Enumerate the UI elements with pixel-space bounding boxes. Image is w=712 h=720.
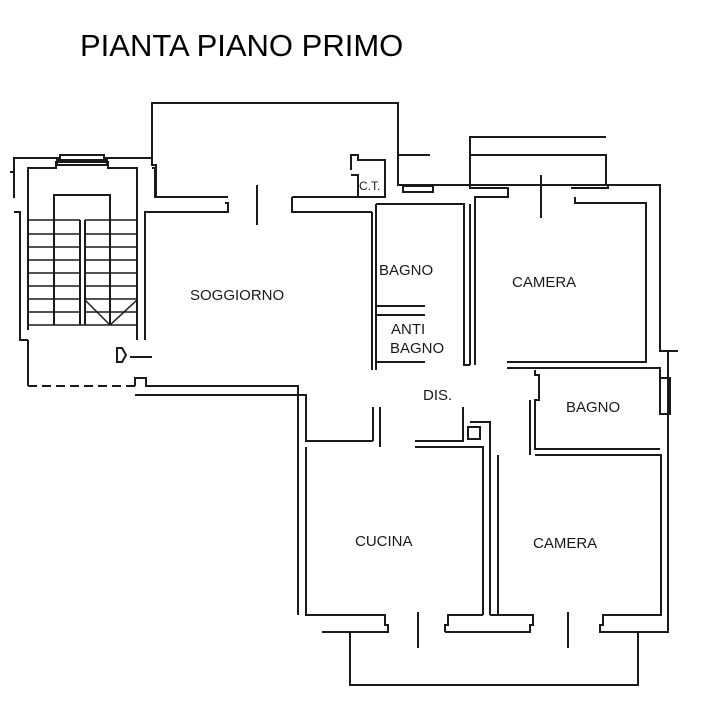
room-label-cucina: CUCINA bbox=[355, 533, 413, 550]
dis-walls bbox=[415, 407, 491, 615]
room-label-antibagno-1: ANTI bbox=[391, 321, 426, 338]
cucina-walls bbox=[305, 447, 639, 686]
room-label-camera-1: CAMERA bbox=[512, 274, 577, 291]
room-label-ct: C.T. bbox=[359, 179, 381, 193]
camera2-walls bbox=[497, 454, 669, 648]
entrance-arrow-icon bbox=[116, 347, 152, 363]
stairwell bbox=[10, 154, 157, 387]
room-label-camera-2: CAMERA bbox=[533, 535, 598, 552]
bagno2-walls bbox=[529, 350, 669, 630]
room-label-soggiorno: SOGGIORNO bbox=[190, 287, 285, 304]
plan-title: PIANTA PIANO PRIMO bbox=[80, 28, 404, 63]
room-label-bagno-2: BAGNO bbox=[566, 399, 621, 416]
room-label-antibagno-2: BAGNO bbox=[390, 340, 445, 357]
room-label-dis: DIS. bbox=[423, 387, 453, 404]
room-label-bagno: BAGNO bbox=[379, 262, 434, 279]
soggiorno-walls bbox=[134, 102, 430, 615]
camera1-walls bbox=[469, 137, 678, 415]
